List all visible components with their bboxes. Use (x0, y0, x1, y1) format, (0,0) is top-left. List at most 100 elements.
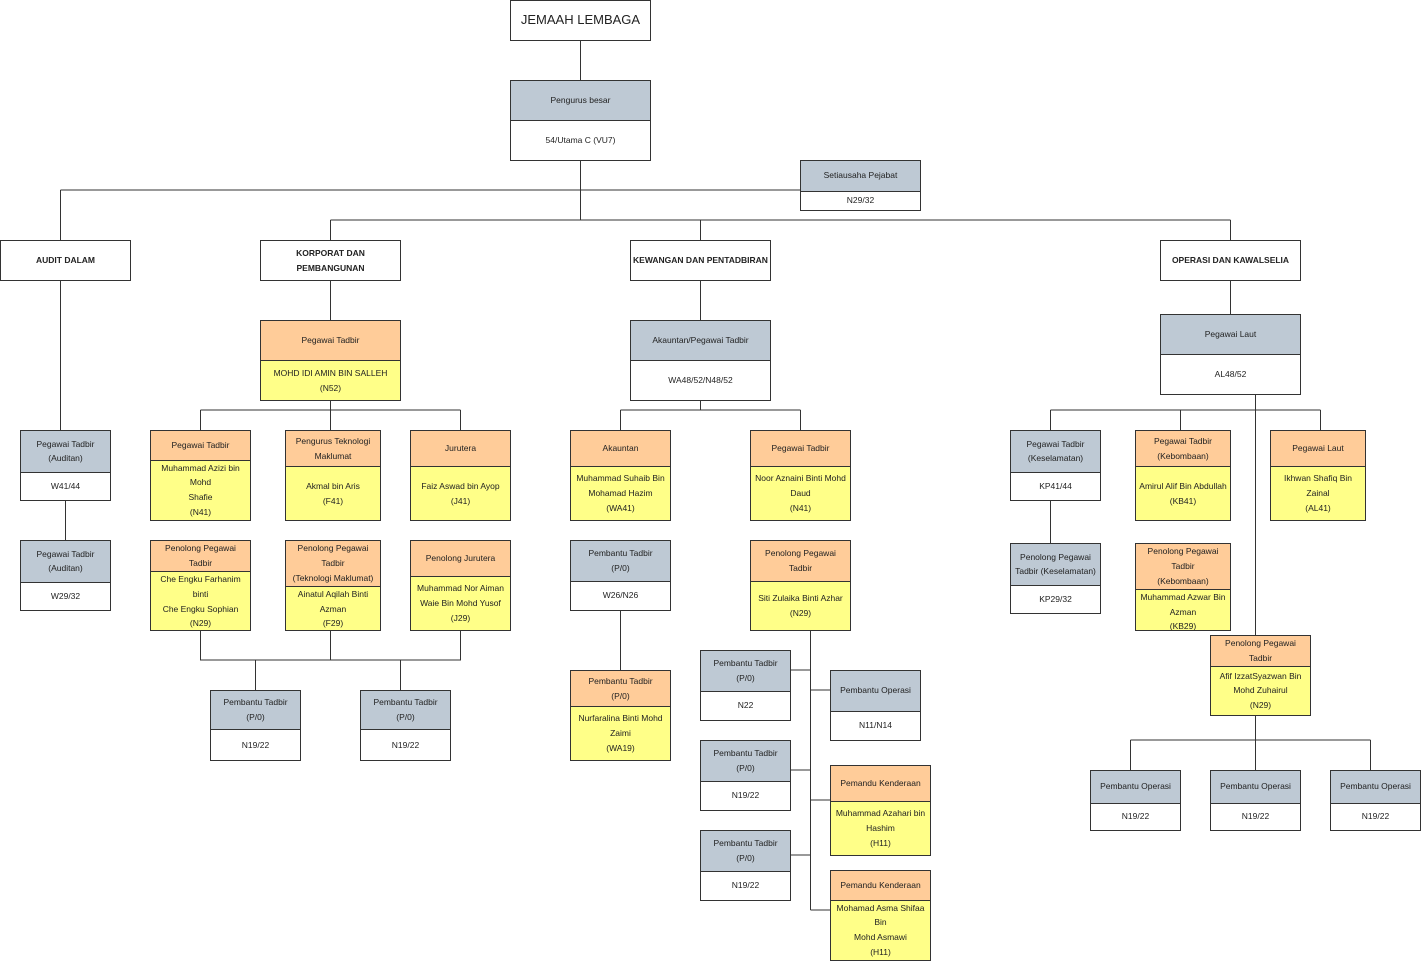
box-position: Pembantu Tadbir(P/0) (701, 741, 790, 781)
org-box-pegawai-laut-al48: Pegawai Laut AL48/52 (1160, 314, 1301, 395)
box-text: Penolong Pegawai Tadbir(Teknologi Maklum… (292, 543, 374, 583)
box-grade: W41/44 (21, 471, 110, 500)
box-position: Pembantu Operasi (1211, 771, 1300, 803)
box-text: N19/22 (1121, 811, 1150, 822)
box-text: N19/22 (1361, 811, 1390, 822)
box-holder: Ikhwan Shafiq Bin Zainal(AL41) (1271, 466, 1365, 520)
box-position: Pembantu Tadbir(P/0) (211, 691, 300, 730)
org-box-pembantu-operasi-n11: Pembantu Operasi N11/N14 (830, 670, 921, 741)
box-text: N19/22 (241, 739, 270, 750)
box-position: Penolong Pegawai Tadbir (1211, 636, 1310, 666)
box-text: N19/22 (391, 739, 420, 750)
box-text: N29/32 (846, 195, 875, 206)
box-text: W26/N26 (602, 590, 639, 601)
box-position: Jurutera (411, 431, 510, 467)
org-box-setiausaha-pejabat: Setiausaha Pejabat N29/32 (800, 160, 921, 211)
box-text: Pembantu Tadbir(P/0) (713, 657, 778, 683)
dept-label: KORPORAT DAN PEMBANGUNAN (261, 241, 400, 280)
box-grade: W29/32 (21, 581, 110, 610)
box-text: KP29/32 (1039, 593, 1072, 604)
org-box-pembantu-tadbir-n22: Pembantu Tadbir(P/0) N22 (700, 650, 791, 721)
org-box-jemaah-lembaga: JEMAAH LEMBAGA (510, 0, 651, 41)
org-box-pegawai-tadbir-keselamatan: Pegawai Tadbir(Keselamatan) KP41/44 (1010, 430, 1101, 501)
box-text: Penolong Pegawai Tadbir(Kebombaan) (1147, 546, 1219, 586)
box-text: OPERASI DAN KAWALSELIA (1171, 255, 1290, 266)
box-text: Pegawai Tadbir(Keselamatan) (1026, 438, 1085, 464)
org-box-pengurus-besar: Pengurus besar 54/Utama C (VU7) (510, 80, 651, 161)
box-position: Akauntan/Pegawai Tadbir (631, 321, 770, 360)
box-text: Pegawai Laut (1204, 329, 1257, 340)
box-position: Pegawai Tadbir(Auditan) (21, 431, 110, 472)
box-position: Pemandu Kenderaan (831, 766, 930, 802)
org-box-korporat-pegawai-tadbir-n52: Pegawai Tadbir MOHD IDI AMIN BIN SALLEH(… (260, 320, 401, 401)
org-box-pembantu-tadbir-w26: Pembantu Tadbir(P/0) W26/N26 (570, 540, 671, 611)
box-text: Pegawai Tadbir(Auditan) (36, 548, 95, 574)
box-holder: Amirul Alif Bin Abdullah(KB41) (1136, 466, 1230, 520)
box-grade: W26/N26 (571, 580, 670, 610)
dept-kewangan-pentadbiran: KEWANGAN DAN PENTADBIRAN (630, 240, 771, 281)
box-text: Pemandu Kenderaan (840, 879, 921, 890)
box-text: Faiz Aswad bin Ayop(J41) (421, 480, 500, 506)
box-position: Pegawai Tadbir(Auditan) (21, 541, 110, 582)
dept-label: OPERASI DAN KAWALSELIA (1161, 241, 1300, 280)
box-position: Penolong Pegawai Tadbir(Teknologi Maklum… (286, 541, 380, 586)
dept-korporat-pembangunan: KORPORAT DAN PEMBANGUNAN (260, 240, 401, 281)
org-box-pegawai-laut-al41: Pegawai Laut Ikhwan Shafiq Bin Zainal(AL… (1270, 430, 1366, 521)
org-box-jurutera: Jurutera Faiz Aswad bin Ayop(J41) (410, 430, 511, 521)
box-text: Akauntan (602, 443, 639, 454)
box-position: Pembantu Operasi (831, 671, 920, 711)
box-text: Pembantu Operasi (1340, 781, 1411, 792)
box-position: Akauntan (571, 431, 670, 467)
box-text: Akauntan/Pegawai Tadbir (652, 335, 749, 346)
box-grade: KP41/44 (1011, 471, 1100, 500)
box-text: Pembantu Tadbir(P/0) (713, 837, 778, 863)
box-text: KP41/44 (1039, 480, 1072, 491)
org-box-pembantu-operasi-2: Pembantu Operasi N19/22 (1210, 770, 1301, 831)
box-text: Pegawai Tadbir(Auditan) (36, 438, 95, 464)
box-text: Pegawai Tadbir (171, 439, 230, 450)
box-position: Pembantu Tadbir(P/0) (571, 671, 670, 707)
box-position: Setiausaha Pejabat (801, 161, 920, 191)
box-text: N19/22 (1241, 811, 1270, 822)
org-box-akauntan-pegawai-tadbir: Akauntan/Pegawai Tadbir WA48/52/N48/52 (630, 320, 771, 401)
box-text: Ikhwan Shafiq Bin Zainal(AL41) (1283, 473, 1353, 514)
org-box-pegawai-tadbir-auditan-w29: Pegawai Tadbir(Auditan) W29/32 (20, 540, 111, 611)
box-text: Ainatul Aqilah Binti Azman(F29) (297, 588, 369, 629)
box-grade: N19/22 (211, 729, 300, 760)
org-box-penolong-pegawai-tadbir-kebombaan: Penolong Pegawai Tadbir(Kebombaan) Muham… (1135, 543, 1231, 631)
dept-label: KEWANGAN DAN PENTADBIRAN (631, 241, 770, 280)
box-text: Pembantu Tadbir(P/0) (713, 747, 778, 773)
box-text: MOHD IDI AMIN BIN SALLEH(N52) (273, 367, 388, 393)
box-text: Pembantu Tadbir(P/0) (223, 697, 288, 723)
box-text: 54/Utama C (VU7) (545, 135, 616, 146)
box-text: Pembantu Tadbir(P/0) (588, 547, 653, 573)
box-text: JEMAAH LEMBAGA (520, 12, 641, 28)
box-text: W29/32 (50, 590, 81, 601)
box-position: Pegawai Tadbir(Keselamatan) (1011, 431, 1100, 472)
box-text: Pegawai Laut (1292, 443, 1344, 454)
box-text: Pembantu Operasi (840, 685, 911, 696)
box-position: Penolong Jurutera (411, 541, 510, 577)
dept-operasi-kawalselia: OPERASI DAN KAWALSELIA (1160, 240, 1301, 281)
